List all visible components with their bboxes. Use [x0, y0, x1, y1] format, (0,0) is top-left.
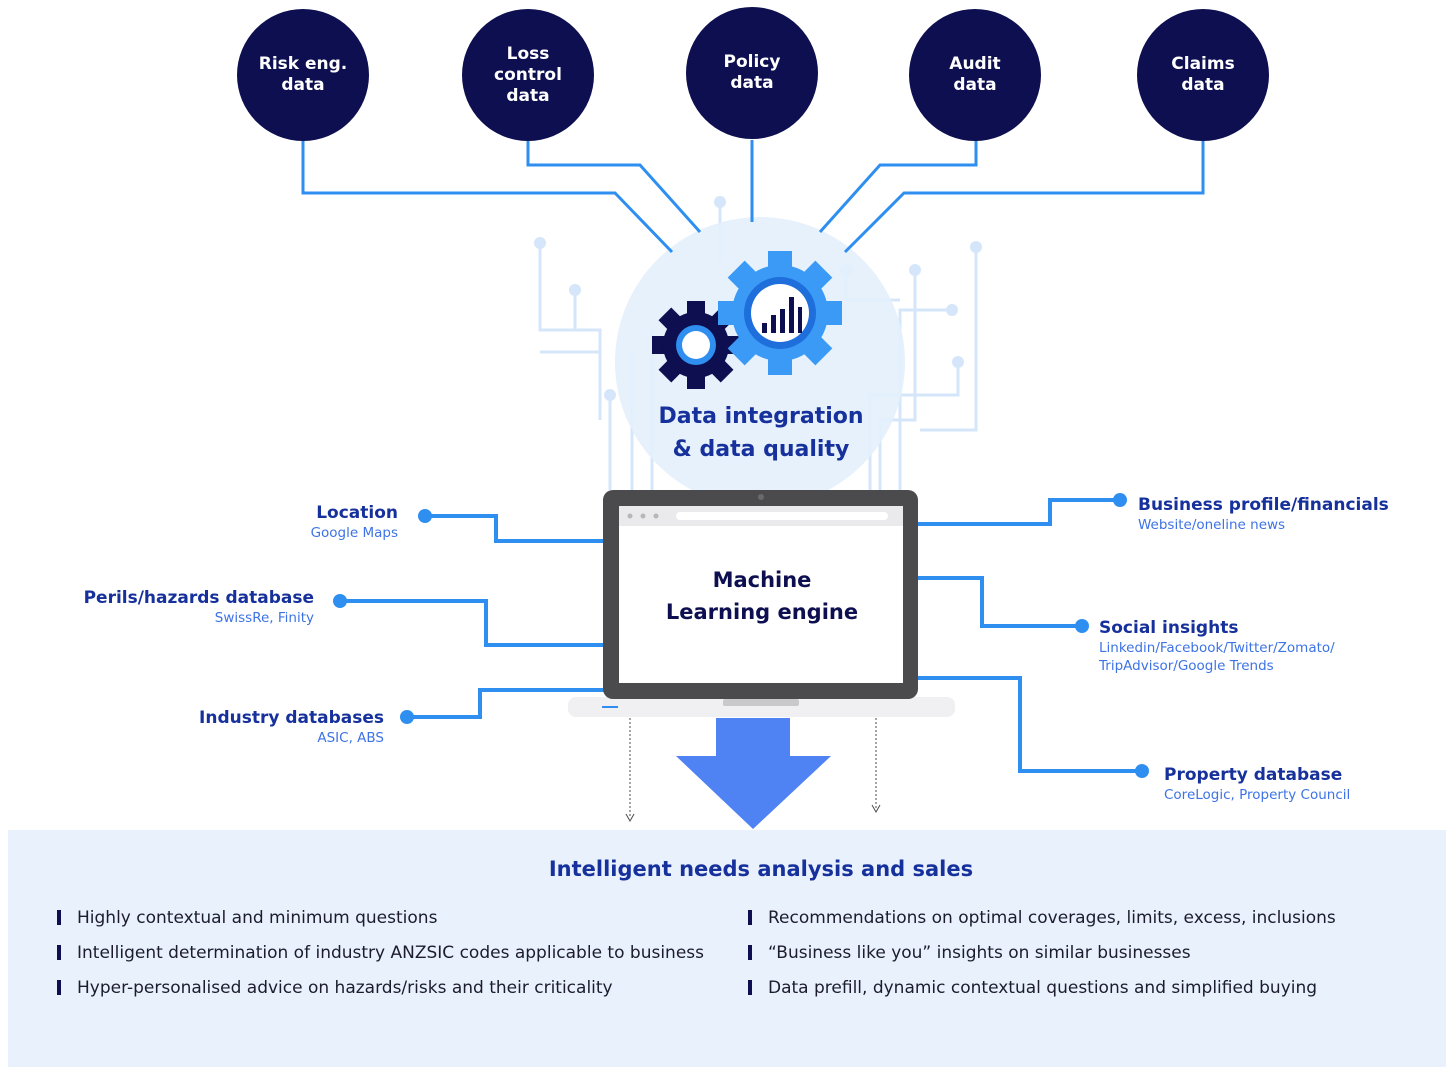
bullet-mark-icon: [748, 980, 752, 995]
bullet-mark-icon: [57, 945, 61, 960]
large-gear-icon: [718, 251, 842, 375]
source-policy-data: Policy data: [686, 7, 818, 139]
input-perils-hazards: Perils/hazards database SwissRe, Finity: [84, 587, 314, 627]
bullet-item: “Business like you” insights on similar …: [748, 942, 1408, 964]
input-social-insights: Social insights Linkedin/Facebook/Twitte…: [1099, 617, 1335, 675]
source-audit-data: Audit data: [909, 9, 1041, 141]
engine-label: Machine Learning engine: [665, 568, 859, 624]
bullet-mark-icon: [748, 945, 752, 960]
dotted-arrows: [625, 718, 881, 823]
input-location: Location Google Maps: [311, 502, 398, 542]
bullet-item: Hyper-personalised advice on hazards/ris…: [57, 977, 707, 999]
bullet-mark-icon: [57, 910, 61, 925]
bullet-text: Recommendations on optimal coverages, li…: [768, 908, 1336, 928]
small-gear-icon: [652, 301, 740, 389]
laptop-icon: [568, 490, 955, 717]
input-industry-databases: Industry databases ASIC, ABS: [199, 707, 384, 747]
output-arrow-icon: [676, 718, 831, 829]
input-connector-dots: [333, 493, 1149, 778]
output-title: Intelligent needs analysis and sales: [548, 857, 974, 881]
input-property-database: Property database CoreLogic, Property Co…: [1164, 764, 1350, 804]
input-title: Location: [316, 503, 398, 523]
source-risk-eng-data: Risk eng. data: [237, 9, 369, 141]
bullet-mark-icon: [57, 980, 61, 995]
input-business-profile: Business profile/financials Website/onel…: [1138, 494, 1389, 534]
output-bullets-right: Recommendations on optimal coverages, li…: [748, 907, 1408, 1012]
input-title: Property database: [1164, 765, 1343, 785]
bullet-item: Recommendations on optimal coverages, li…: [748, 907, 1408, 929]
circuit-nodes: [534, 196, 982, 401]
bullet-text: Data prefill, dynamic contextual questio…: [768, 978, 1318, 998]
input-title: Business profile/financials: [1138, 495, 1389, 515]
input-subtitle: SwissRe, Finity: [214, 610, 314, 626]
input-subtitle-line: TripAdvisor/Google Trends: [1099, 658, 1274, 674]
input-subtitle: ASIC, ABS: [317, 730, 384, 746]
input-subtitle: Website/oneline news: [1138, 517, 1286, 533]
output-panel: [8, 830, 1446, 1067]
bullet-mark-icon: [748, 910, 752, 925]
bullet-item: Data prefill, dynamic contextual questio…: [748, 977, 1408, 999]
input-subtitle-line: Linkedin/Facebook/Twitter/Zomato/: [1099, 640, 1335, 656]
output-bullets-left: Highly contextual and minimum questions …: [57, 907, 707, 1012]
bullet-text: Highly contextual and minimum questions: [77, 908, 438, 928]
input-subtitle: Google Maps: [310, 525, 398, 541]
input-connectors: [340, 498, 1142, 773]
input-title: Social insights: [1099, 618, 1239, 638]
integration-label: Data integration & data quality: [658, 404, 864, 462]
source-connectors: [301, 140, 1205, 254]
input-title: Perils/hazards database: [83, 588, 314, 608]
source-loss-control-data: Loss control data: [462, 9, 594, 141]
input-title: Industry databases: [199, 708, 384, 728]
bullet-text: “Business like you” insights on similar …: [768, 943, 1191, 963]
source-claims-data: Claims data: [1137, 9, 1269, 141]
bullet-text: Intelligent determination of industry AN…: [77, 943, 704, 963]
bullet-item: Intelligent determination of industry AN…: [57, 942, 707, 964]
input-subtitle: CoreLogic, Property Council: [1164, 787, 1351, 803]
integration-hub-glow: [615, 217, 905, 507]
bullet-item: Highly contextual and minimum questions: [57, 907, 707, 929]
bullet-text: Hyper-personalised advice on hazards/ris…: [77, 978, 613, 998]
